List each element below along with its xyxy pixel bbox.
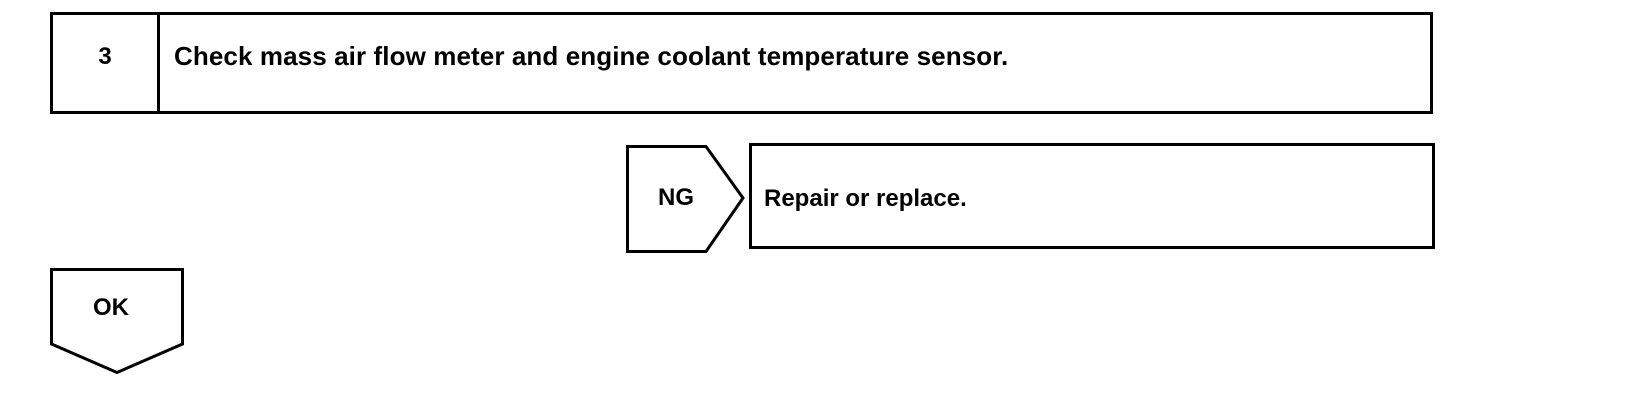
step-box: 3 Check mass air flow meter and engine c… bbox=[50, 12, 1433, 114]
step-instruction: Check mass air flow meter and engine coo… bbox=[174, 41, 1009, 71]
step-number: 3 bbox=[53, 15, 160, 111]
repair-action-box: Repair or replace. bbox=[749, 143, 1435, 249]
ng-arrow-shape bbox=[626, 145, 745, 253]
ok-arrow-shape bbox=[50, 268, 184, 374]
ok-label: OK bbox=[93, 294, 129, 321]
repair-action-text: Repair or replace. bbox=[764, 185, 967, 212]
ng-label: NG bbox=[658, 184, 694, 211]
